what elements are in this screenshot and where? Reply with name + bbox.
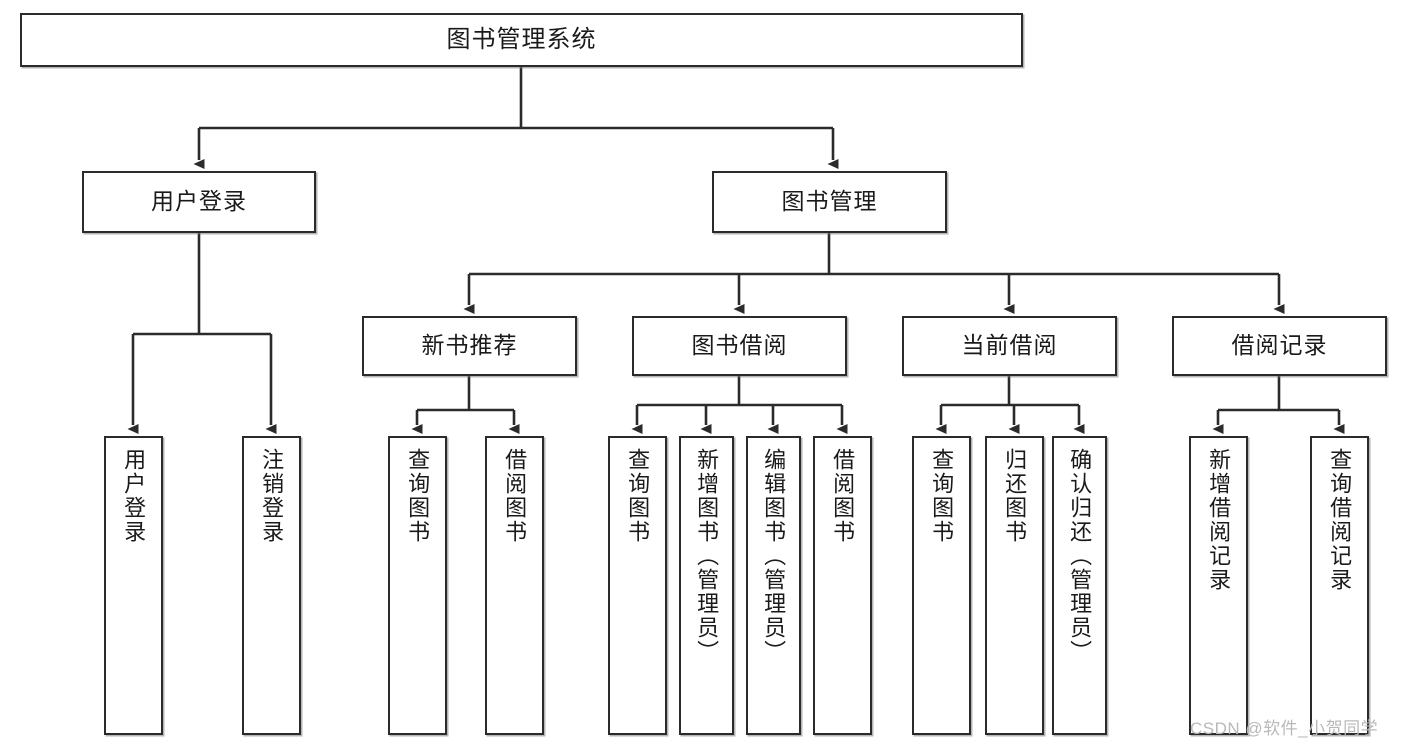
node-root[interactable]: 图书管理系统 xyxy=(20,13,1023,67)
node-label: 确认归还（管理员） xyxy=(1067,448,1093,664)
node-leaf-record-add[interactable]: 新增借阅记录 xyxy=(1189,436,1248,735)
node-label: 查询图书 xyxy=(625,448,651,544)
node-borrow-record[interactable]: 借阅记录 xyxy=(1172,316,1387,376)
node-leaf-recommend-query-book[interactable]: 查询图书 xyxy=(388,436,447,735)
node-leaf-current-query-book[interactable]: 查询图书 xyxy=(912,436,971,735)
node-book-borrow[interactable]: 图书借阅 xyxy=(632,316,847,376)
node-leaf-borrow-borrow-book[interactable]: 借阅图书 xyxy=(813,436,872,735)
node-user-login[interactable]: 用户登录 xyxy=(82,171,316,233)
node-leaf-current-confirm-return-admin[interactable]: 确认归还（管理员） xyxy=(1052,436,1107,735)
csdn-watermark: CSDN @软件_小贺同学 xyxy=(1190,719,1379,738)
node-label: 编辑图书（管理员） xyxy=(761,448,787,664)
node-label: 借阅图书 xyxy=(502,448,528,544)
node-label: 新增图书（管理员） xyxy=(694,448,720,664)
node-leaf-borrow-edit-book-admin[interactable]: 编辑图书（管理员） xyxy=(746,436,801,735)
node-label: 用户登录 xyxy=(121,448,147,544)
node-new-book-recommend[interactable]: 新书推荐 xyxy=(362,316,577,376)
node-label: 新增借阅记录 xyxy=(1206,448,1232,592)
node-label: 查询借阅记录 xyxy=(1327,448,1353,592)
node-label: 归还图书 xyxy=(1002,448,1028,544)
node-leaf-recommend-borrow-book[interactable]: 借阅图书 xyxy=(485,436,544,735)
node-leaf-borrow-query-book[interactable]: 查询图书 xyxy=(608,436,667,735)
node-label: 借阅图书 xyxy=(830,448,856,544)
node-leaf-record-query[interactable]: 查询借阅记录 xyxy=(1310,436,1369,735)
node-leaf-borrow-add-book-admin[interactable]: 新增图书（管理员） xyxy=(679,436,734,735)
node-leaf-logout[interactable]: 注销登录 xyxy=(242,436,301,735)
node-label: 查询图书 xyxy=(929,448,955,544)
node-leaf-current-return-book[interactable]: 归还图书 xyxy=(985,436,1044,735)
node-label: 注销登录 xyxy=(259,448,285,544)
node-label: 查询图书 xyxy=(405,448,431,544)
node-leaf-user-login[interactable]: 用户登录 xyxy=(104,436,163,735)
node-current-borrow[interactable]: 当前借阅 xyxy=(902,316,1117,376)
node-book-manage[interactable]: 图书管理 xyxy=(712,171,947,233)
